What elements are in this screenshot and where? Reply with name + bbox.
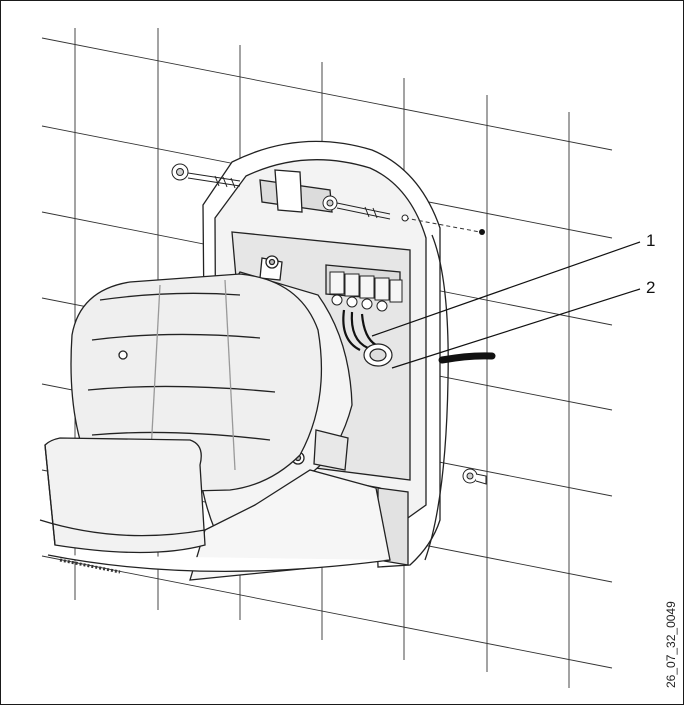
callout-2-leader	[391, 288, 641, 369]
cable-grommet	[363, 343, 393, 367]
callout-leaders	[371, 241, 641, 369]
terminal-block	[329, 271, 403, 312]
fixing-screw-bottom	[462, 468, 487, 485]
callout-1-leader	[371, 241, 641, 337]
drill-hole-guide	[401, 214, 485, 235]
callout-1-label: 1	[646, 231, 655, 250]
callout-2-label: 2	[646, 278, 655, 297]
fixing-screw-top	[171, 163, 241, 189]
fan-housing	[39, 273, 391, 574]
fixing-screw-center	[322, 195, 391, 220]
connection-wires	[342, 309, 377, 351]
figure-id: 26_07_32_0049	[664, 601, 678, 688]
supply-cable	[438, 352, 496, 364]
